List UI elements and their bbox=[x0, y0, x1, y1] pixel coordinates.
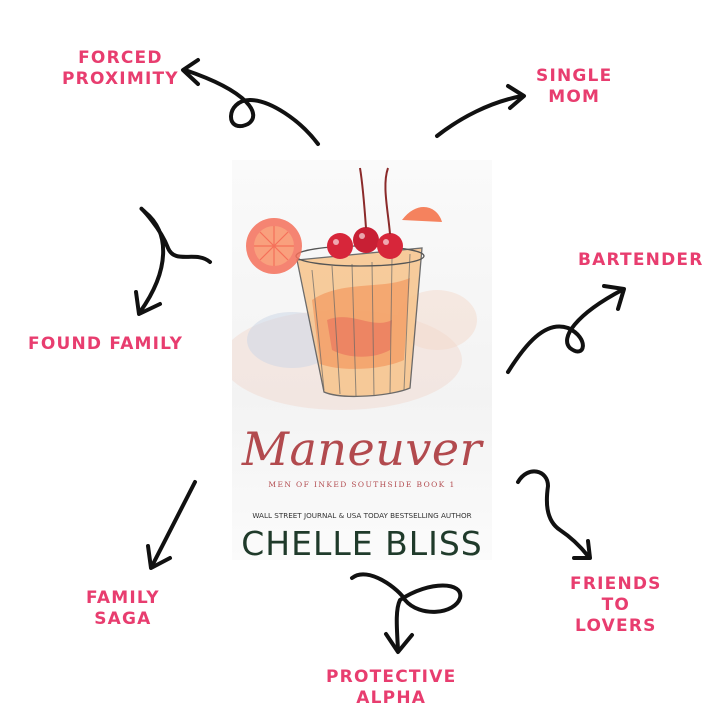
arrow-found-family bbox=[134, 206, 212, 316]
arrow-single-mom bbox=[435, 84, 526, 138]
book-title: Maneuver bbox=[241, 422, 483, 476]
trope-bartender: BARTENDER bbox=[578, 250, 704, 270]
arrow-friends-to-lovers bbox=[516, 469, 592, 560]
trope-found-family: FOUND FAMILY bbox=[28, 334, 184, 354]
arrow-protective-alpha bbox=[350, 572, 463, 654]
book-cover: Maneuver MEN OF INKED SOUTHSIDE BOOK 1 W… bbox=[232, 160, 492, 560]
arrow-family-saga bbox=[146, 480, 197, 570]
cocktail-illustration bbox=[232, 167, 477, 410]
arrow-forced-proximity bbox=[181, 58, 320, 146]
book-series: MEN OF INKED SOUTHSIDE BOOK 1 bbox=[268, 480, 456, 489]
arrow-bartender bbox=[506, 284, 626, 374]
author-name: CHELLE BLISS bbox=[241, 524, 483, 560]
author-tagline: WALL STREET JOURNAL & USA TODAY BESTSELL… bbox=[252, 511, 472, 520]
